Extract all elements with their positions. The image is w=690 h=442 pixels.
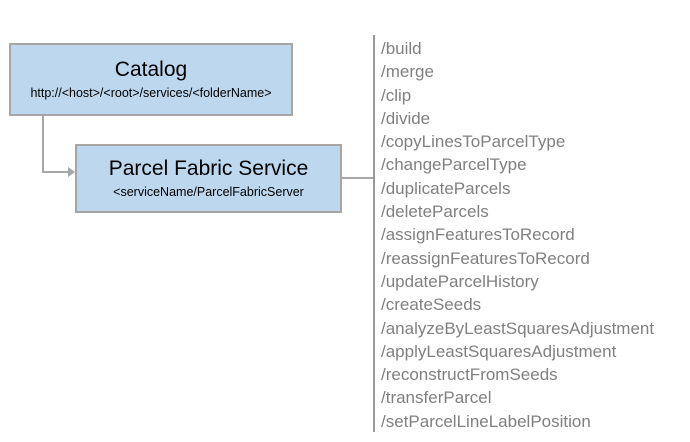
endpoint-item: /transferParcel (381, 388, 492, 408)
catalog-connector-vertical (42, 116, 44, 173)
endpoint-item: /changeParcelType (381, 155, 527, 175)
catalog-title: Catalog (114, 58, 188, 81)
arrow-right-icon (68, 167, 75, 177)
endpoint-item: /divide (381, 108, 431, 128)
endpoint-item: /copyLinesToParcelType (381, 132, 566, 152)
catalog-box: Catalog http://<host>/<root>/services/<f… (9, 43, 293, 116)
endpoint-item: /clip (381, 85, 412, 105)
endpoints-divider-line (373, 35, 375, 432)
endpoint-item: /updateParcelHistory (381, 271, 539, 291)
endpoint-item: /reassignFeaturesToRecord (381, 248, 590, 268)
endpoint-item: /assignFeaturesToRecord (381, 225, 575, 245)
parcel-fabric-service-box: Parcel Fabric Service <serviceName/Parce… (75, 144, 342, 213)
endpoint-item: /duplicateParcels (381, 178, 511, 198)
endpoint-item: /merge (381, 62, 434, 82)
service-title: Parcel Fabric Service (108, 157, 309, 180)
endpoint-item: /build (381, 39, 422, 58)
service-connector-horizontal (342, 177, 374, 179)
endpoint-item: /applyLeastSquaresAdjustment (381, 341, 617, 361)
endpoint-item: /createSeeds (381, 295, 482, 315)
catalog-url: http://<host>/<root>/services/<folderNam… (30, 86, 272, 100)
endpoint-item: /analyzeByLeastSquaresAdjustment (381, 318, 655, 338)
endpoint-item: /setParcelLineLabelPosition (381, 411, 591, 431)
endpoint-item: /reconstructFromSeeds (381, 365, 558, 385)
catalog-connector-horizontal (42, 171, 69, 173)
service-subtitle: <serviceName/ParcelFabricServer (113, 185, 304, 199)
endpoint-list: /build/merge/clip/divide/copyLinesToParc… (381, 37, 686, 433)
endpoint-item: /deleteParcels (381, 202, 489, 222)
